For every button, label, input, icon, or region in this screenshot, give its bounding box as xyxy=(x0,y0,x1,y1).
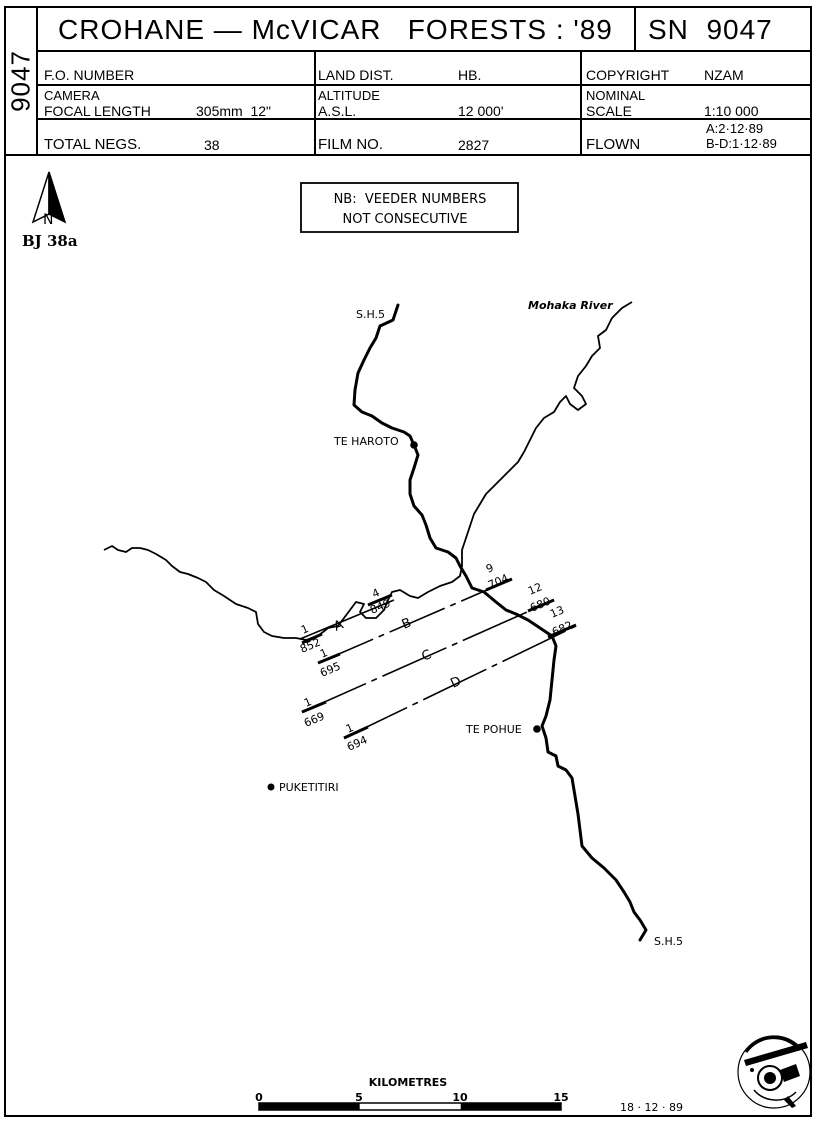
sn-number: SN 9047 xyxy=(648,14,773,45)
side-code-cell: 9047 xyxy=(6,8,38,154)
nz-aerial-mapping-logo xyxy=(737,1035,811,1109)
flight-run-c xyxy=(301,598,555,714)
scale-tick-0: 0 xyxy=(255,1091,263,1104)
run-d-start-neg: 1 xyxy=(344,721,356,736)
scale-bar-title: KILOMETRES xyxy=(369,1076,448,1089)
sh5-north-label: S.H.5 xyxy=(356,308,385,321)
run-c-end-neg: 12 xyxy=(526,580,544,597)
run-b-start-neg: 1 xyxy=(318,646,330,661)
flight-run-d xyxy=(343,623,577,740)
total-negs-value: 38 xyxy=(204,137,220,153)
land-dist-label: LAND DIST. xyxy=(318,67,394,83)
altitude-label: ALTITUDE xyxy=(318,88,380,103)
scale-tick-5: 5 xyxy=(355,1091,363,1104)
puketitiri-label: PUKETITIRI xyxy=(279,781,339,794)
sh5-south-label: S.H.5 xyxy=(654,935,683,948)
flight-run-a xyxy=(299,593,395,645)
scale-value: 1:10 000 xyxy=(704,103,759,119)
info-row-2 xyxy=(38,86,810,120)
te-pohue-label: TE POHUE xyxy=(465,723,522,736)
flown-label: FLOWN xyxy=(586,136,641,153)
north-arrow-icon xyxy=(31,171,67,224)
flown-date-a: A:2·12·89 xyxy=(706,121,764,136)
flight-run-b xyxy=(317,577,513,665)
land-dist-value: HB. xyxy=(458,67,482,83)
focal-length-value: 305mm 12" xyxy=(196,103,272,119)
fo-number-label: F.O. NUMBER xyxy=(44,67,135,83)
film-no-label: FILM NO. xyxy=(318,136,384,153)
note-line-2: NOT CONSECUTIVE xyxy=(342,212,467,227)
flown-date-bd: B-D:1·12·89 xyxy=(706,136,777,151)
te-haroto-marker xyxy=(410,441,418,449)
title-cell: CROHANE — McVICAR FORESTS : '89 xyxy=(38,8,636,52)
te-haroto-label: TE HAROTO xyxy=(333,435,399,448)
run-c-start-veeder: 669 xyxy=(302,710,326,730)
title-block: 9047 CROHANE — McVICAR FORESTS : '89 SN … xyxy=(6,8,810,156)
state-highway-5 xyxy=(352,303,648,942)
run-label-b: B xyxy=(400,615,414,632)
run-d-end-veeder: 682 xyxy=(550,619,574,639)
column-divider xyxy=(580,52,582,154)
te-pohue-marker xyxy=(533,725,541,733)
film-no-value: 2827 xyxy=(458,137,490,153)
run-label-d: D xyxy=(448,674,463,692)
run-a-end-neg: 4 xyxy=(370,586,382,601)
scale-label: SCALE xyxy=(586,103,632,119)
altitude-value: 12 000' xyxy=(458,103,504,119)
asl-label: A.S.L. xyxy=(318,103,357,119)
run-label-c: C xyxy=(420,647,434,664)
total-negs-label: TOTAL NEGS. xyxy=(44,136,142,153)
mohaka-river-label: Mohaka River xyxy=(528,299,613,312)
camera-label: CAMERA xyxy=(44,88,100,103)
copyright-value: NZAM xyxy=(704,67,744,83)
map-reference-code: BJ 38a xyxy=(22,232,78,250)
run-a-start-neg: 1 xyxy=(299,622,311,637)
nominal-label: NOMINAL xyxy=(586,88,646,103)
mohaka-river xyxy=(103,301,633,641)
run-d-end-neg: 13 xyxy=(548,603,566,620)
map-title: CROHANE — McVICAR FORESTS : '89 xyxy=(58,14,613,45)
scale-tick-10: 10 xyxy=(452,1091,468,1104)
puketitiri-marker xyxy=(267,783,275,791)
focal-length-label: FOCAL LENGTH xyxy=(44,103,151,119)
run-c-start-neg: 1 xyxy=(302,695,314,710)
north-letter: N xyxy=(43,212,53,228)
scale-tick-15: 15 xyxy=(553,1091,568,1104)
copyright-label: COPYRIGHT xyxy=(586,67,670,83)
run-b-end-neg: 9 xyxy=(484,561,496,576)
run-label-a: A xyxy=(332,617,346,634)
sn-cell: SN 9047 xyxy=(636,8,810,52)
info-row-1 xyxy=(38,52,810,86)
column-divider xyxy=(314,52,316,154)
compiled-date: 18 · 12 · 89 xyxy=(620,1101,683,1114)
scale-bar xyxy=(258,1102,562,1111)
map-sheet: 9047 CROHANE — McVICAR FORESTS : '89 SN … xyxy=(4,6,812,1117)
note-line-1: NB: VEEDER NUMBERS xyxy=(334,192,487,207)
note-box xyxy=(300,182,519,233)
